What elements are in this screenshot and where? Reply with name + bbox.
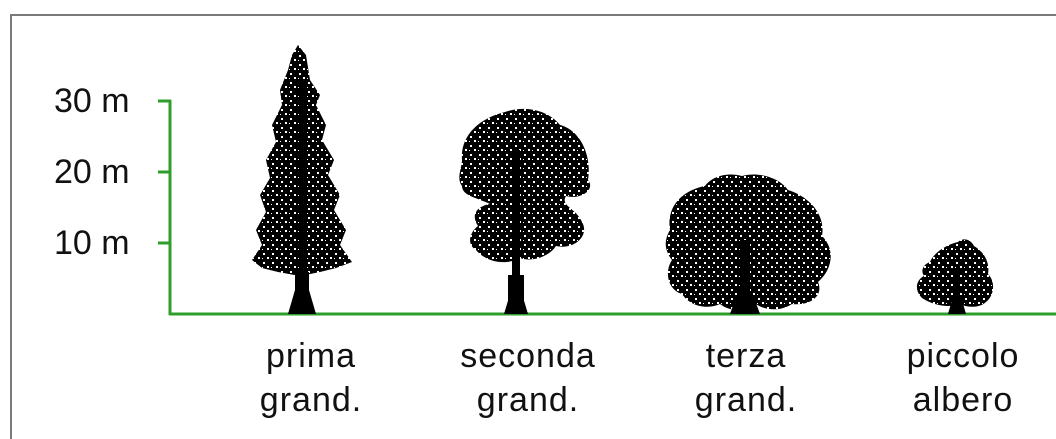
tree-label-piccolo-albero: piccolo albero <box>853 334 1056 422</box>
tree-label-line1: prima <box>265 337 357 375</box>
tree-label-line2: grand. <box>259 381 363 419</box>
frame-border-top <box>10 14 1056 16</box>
y-tick-label-20m: 20 m <box>54 153 130 191</box>
tree-label-line1: terza <box>705 337 787 375</box>
tree-label-line1: seconda <box>460 337 596 375</box>
round-crown-tree-icon <box>665 174 831 314</box>
conifer-tree-icon <box>252 45 352 314</box>
tree-label-terza-grandezza: terza grand. <box>636 334 856 422</box>
tree-label-line2: grand. <box>476 381 580 419</box>
tree-label-line2: grand. <box>694 381 798 419</box>
y-tick-label-10m: 10 m <box>54 224 130 262</box>
frame-border-left <box>10 14 12 439</box>
tree-label-line2: albero <box>912 381 1014 419</box>
tree-label-line1: piccolo <box>906 337 1020 375</box>
small-tree-icon <box>916 239 994 314</box>
tree-label-prima-grandezza: prima grand. <box>201 334 421 422</box>
tree-label-seconda-grandezza: seconda grand. <box>418 334 638 422</box>
y-tick-label-30m: 30 m <box>54 82 130 120</box>
broadleaf-tree-icon <box>459 108 591 314</box>
